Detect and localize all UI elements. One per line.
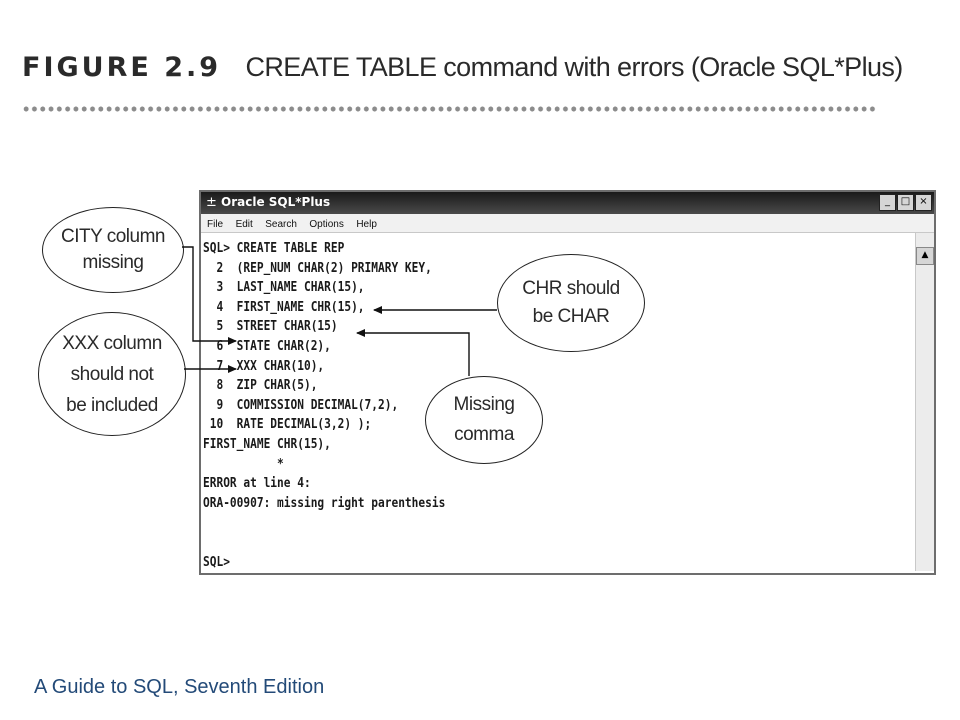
console-line: * (203, 456, 284, 472)
console-line: 5 STREET CHAR(15) (203, 319, 338, 335)
callout-text: CITY column (61, 226, 165, 247)
dotted-divider (22, 104, 878, 114)
menu-search[interactable]: Search (265, 219, 297, 230)
menu-help[interactable]: Help (356, 219, 377, 230)
console-line: 4 FIRST_NAME CHR(15), (203, 299, 365, 315)
callout-text: comma (454, 424, 514, 445)
callout-text: XXX column (62, 332, 162, 354)
menu-edit[interactable]: Edit (235, 219, 253, 230)
minimize-button[interactable]: _ (879, 194, 896, 211)
console-line: 10 RATE DECIMAL(3,2) ); (203, 417, 372, 433)
maximize-button[interactable]: □ (897, 194, 914, 211)
menu-options[interactable]: Options (309, 219, 344, 230)
callout-text: be CHAR (532, 306, 610, 327)
console-line: 8 ZIP CHAR(5), (203, 378, 318, 394)
console-line: 6 STATE CHAR(2), (203, 339, 331, 354)
figure-header: FIGURE 2.9 CREATE TABLE command with err… (22, 52, 903, 92)
app-icon: ± (206, 195, 217, 210)
window-titlebar[interactable]: ± Oracle SQL*Plus _ □ × (201, 192, 934, 214)
window-controls: _ □ × (879, 194, 932, 211)
console-line: SQL> CREATE TABLE REP (203, 241, 345, 256)
menu-bar: File Edit Search Options Help (201, 214, 934, 233)
console-line: FIRST_NAME CHR(15), (203, 437, 331, 452)
console-line: SQL> (203, 554, 230, 570)
window-title: Oracle SQL*Plus (221, 195, 331, 209)
callout-chr-should-be-char: CHR should be CHAR (497, 254, 645, 352)
console-line: 3 LAST_NAME CHAR(15), (203, 280, 365, 296)
console-line: 2 (REP_NUM CHAR(2) PRIMARY KEY, (203, 260, 432, 276)
callout-xxx-column: XXX column should not be included (38, 312, 186, 436)
console-line: 9 COMMISSION DECIMAL(7,2), (203, 397, 399, 413)
figure-label: FIGURE 2.9 (22, 52, 222, 83)
callout-text: be included (66, 394, 158, 416)
callout-text: missing (82, 252, 144, 273)
callout-city-missing: CITY column missing (42, 207, 184, 293)
console-line: ERROR at line 4: (203, 476, 311, 492)
callout-text: should not (70, 363, 154, 385)
sqlplus-window: ± Oracle SQL*Plus _ □ × File Edit Search… (199, 190, 936, 575)
figure-title: CREATE TABLE command with errors (Oracle… (245, 52, 904, 82)
console-line: 7 XXX CHAR(10), (203, 358, 325, 374)
console-line: ORA-00907: missing right parenthesis (203, 495, 446, 511)
scroll-up-arrow-icon[interactable]: ▲ (916, 247, 934, 265)
callout-missing-comma: Missing comma (425, 376, 543, 464)
menu-file[interactable]: File (207, 219, 224, 230)
vertical-scrollbar[interactable]: ▲ (915, 233, 934, 571)
callout-text: Missing (453, 394, 515, 415)
close-button[interactable]: × (915, 194, 932, 211)
callout-text: CHR should (522, 278, 620, 299)
footer-text: A Guide to SQL, Seventh Edition (34, 676, 325, 698)
